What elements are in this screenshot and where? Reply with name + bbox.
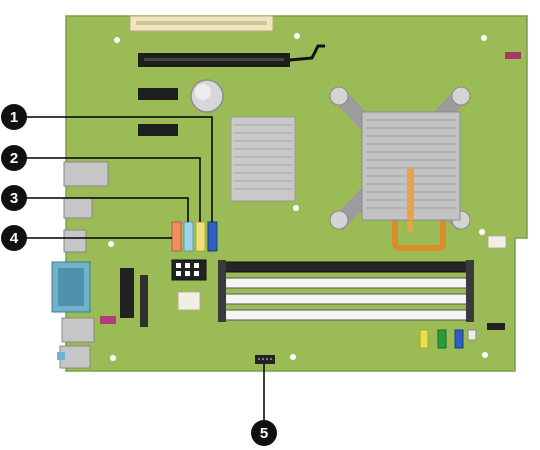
- leader-lines: [14, 116, 265, 422]
- callout-2-label: 2: [10, 150, 18, 167]
- callout-5-label: 5: [260, 425, 268, 442]
- pcie-x1-slot: [138, 88, 178, 100]
- slot-latch: [289, 44, 325, 62]
- aux-power-connector-right: [487, 235, 507, 249]
- callout-5: 5: [251, 420, 277, 446]
- callout-3-label: 3: [10, 190, 18, 207]
- callout-4-label: 4: [10, 230, 19, 247]
- small-header: [100, 316, 116, 324]
- right-pin-header: [487, 323, 505, 330]
- chipset-heatsink: [230, 116, 296, 202]
- fan-header: [505, 52, 521, 59]
- aux-power-connector: [177, 291, 201, 311]
- light-blue-header: [183, 221, 194, 252]
- callout-2: 2: [1, 145, 27, 171]
- mounting-holes: [108, 33, 488, 361]
- callout-3: 3: [1, 185, 27, 211]
- yellow-connector: [419, 329, 429, 349]
- green-connector: [437, 329, 447, 349]
- cpu-heatsink: [329, 86, 471, 251]
- callout-1: 1: [1, 104, 27, 130]
- pcie-x1-slot: [138, 124, 178, 136]
- blue-connector: [454, 329, 464, 349]
- bottom-pin-header: [255, 355, 275, 364]
- rear-io-ports: [51, 161, 109, 369]
- yellow-header: [195, 221, 206, 252]
- ide-header: [120, 268, 134, 318]
- orange-header: [171, 221, 182, 252]
- floppy-header: [140, 275, 148, 327]
- small-white-connector: [467, 329, 477, 341]
- callout-1-label: 1: [10, 109, 18, 126]
- callout-4: 4: [1, 225, 27, 251]
- dimm-slots: [218, 260, 474, 322]
- blue-header: [207, 221, 218, 252]
